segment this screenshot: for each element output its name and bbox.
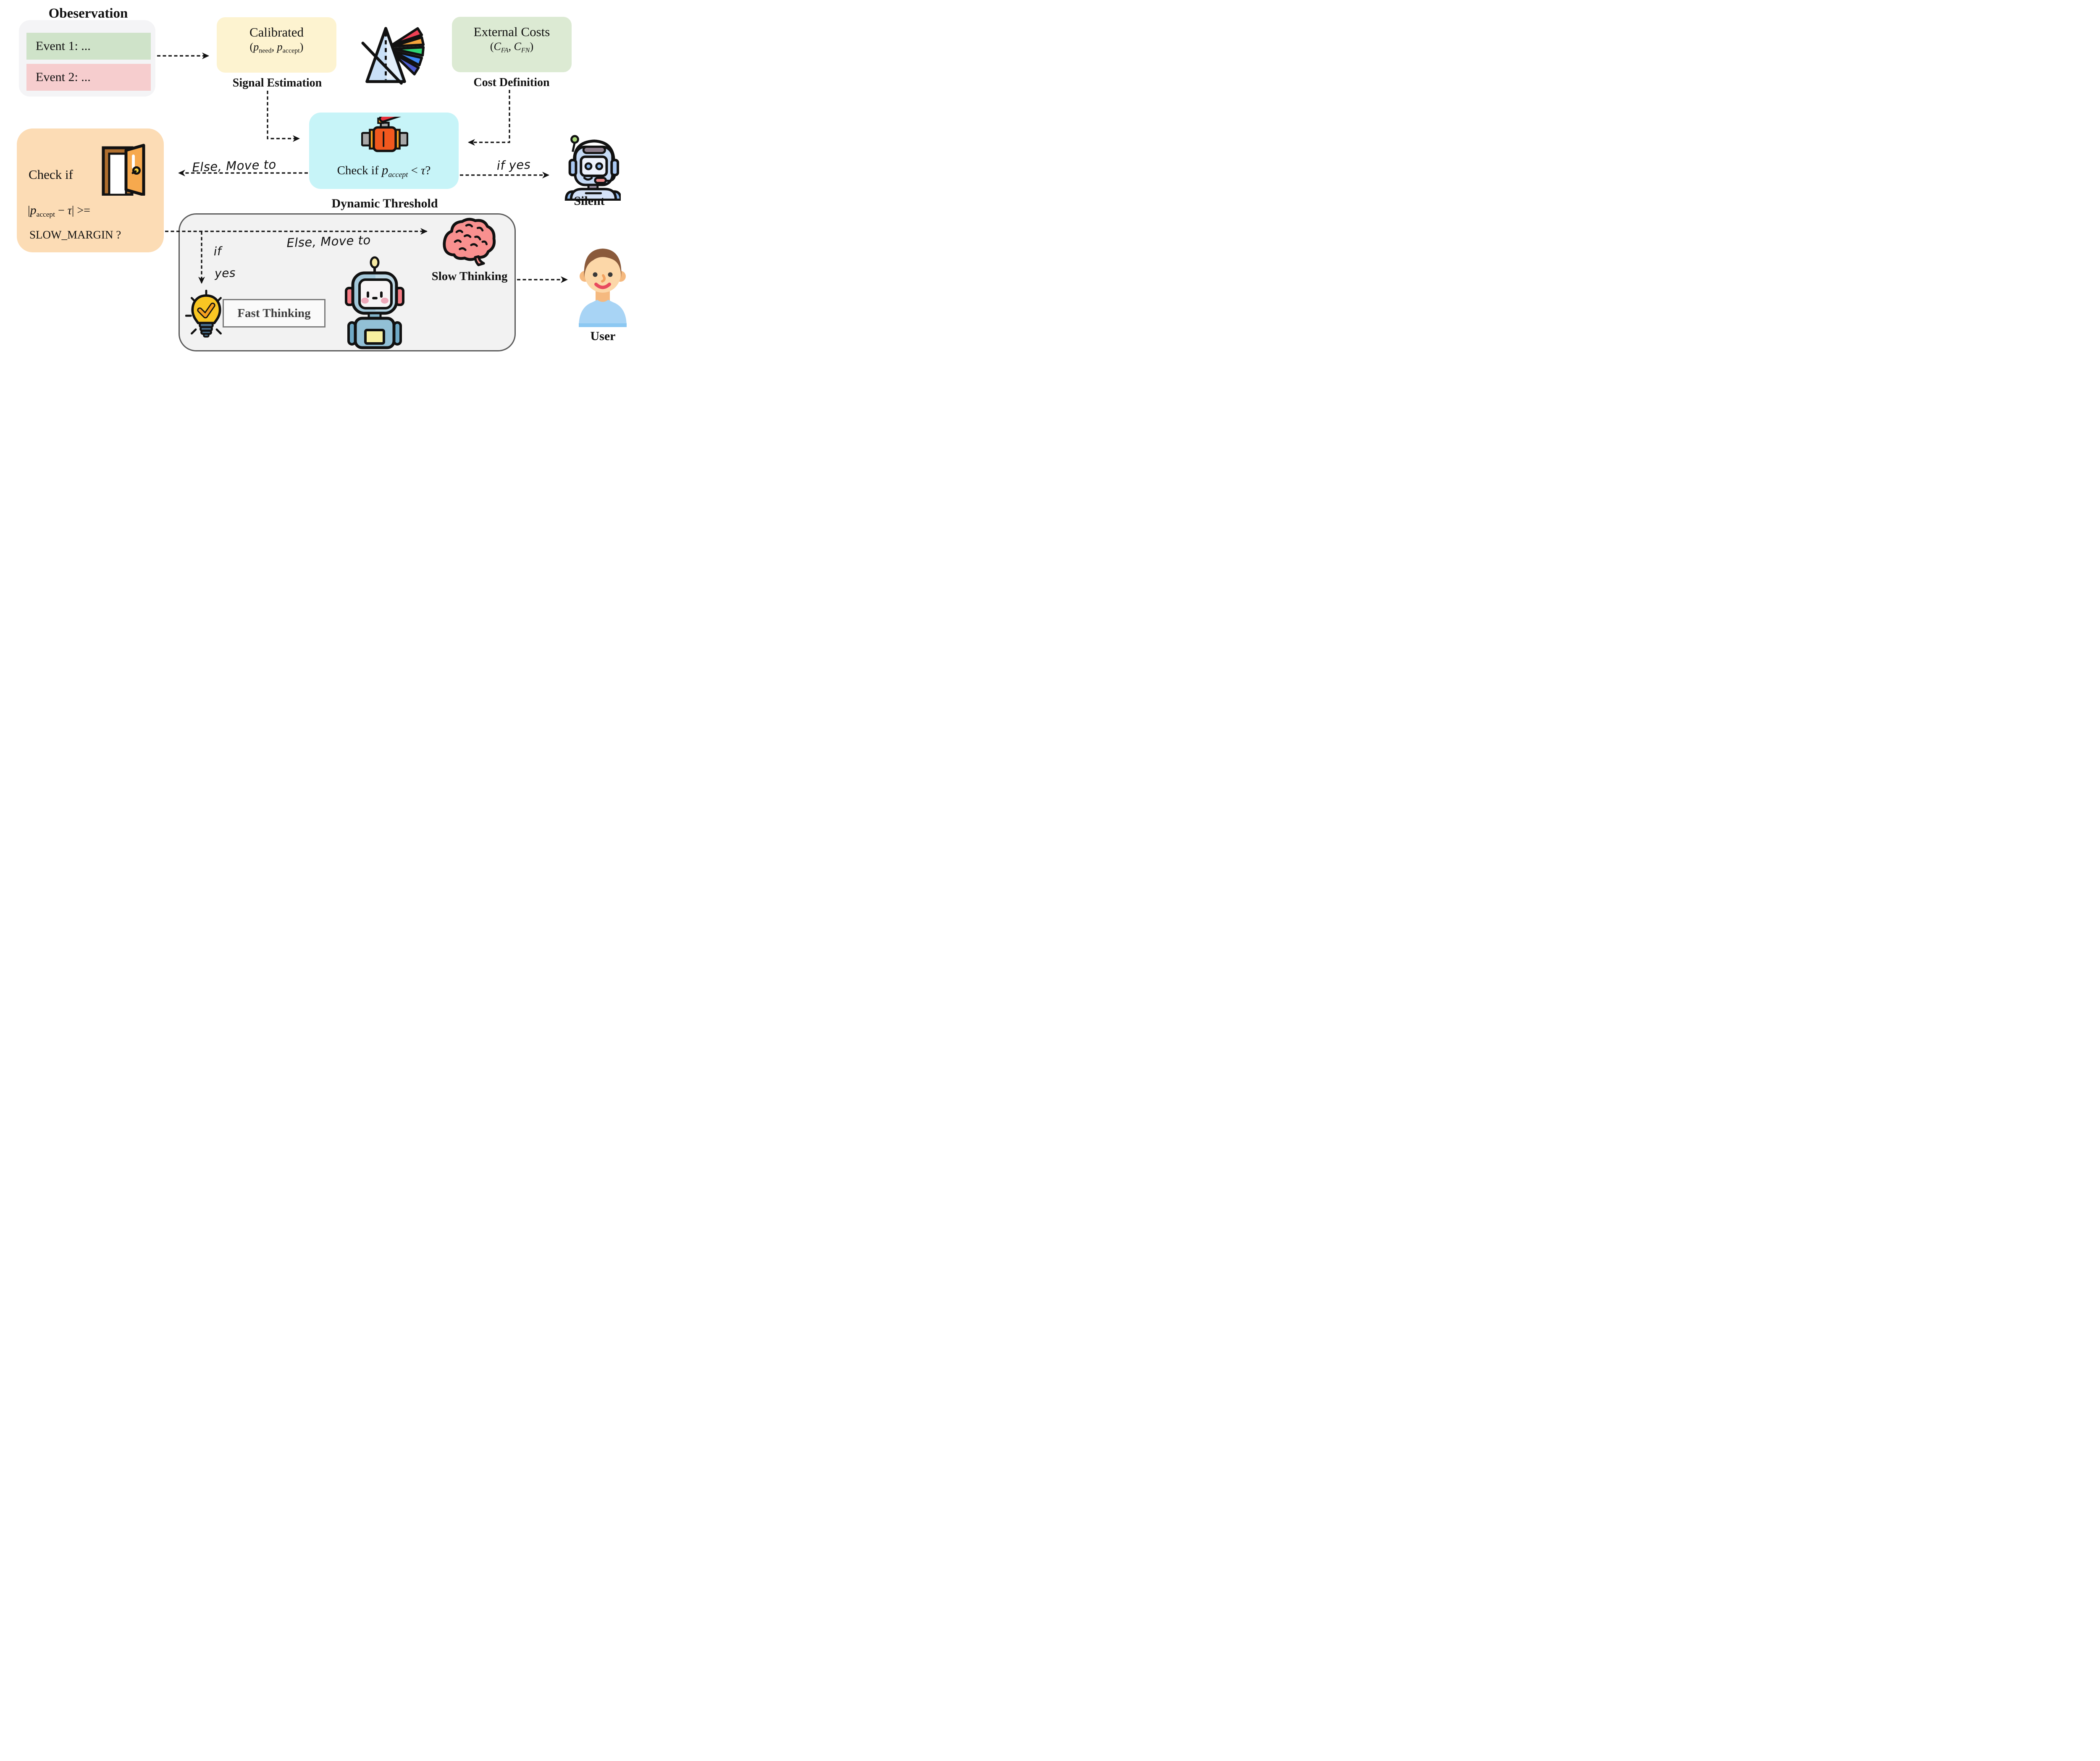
threshold-text: Check if [337, 163, 382, 177]
event-1-row: Event 1: ... [26, 33, 151, 60]
robot-icon [340, 256, 409, 352]
signal-estimation-caption: Signal Estimation [232, 76, 322, 89]
formula-sep: , [508, 40, 514, 52]
formula-paren: ( [490, 40, 494, 52]
external-costs-formula: (CFA, CFN) [452, 40, 572, 55]
formula-var: C [494, 40, 501, 52]
formula-var: p [277, 41, 283, 53]
threshold-sub: accept [388, 170, 408, 178]
observation-panel: Event 1: ... Event 2: ... [19, 20, 155, 97]
formula-paren: ( [249, 41, 254, 53]
external-costs-box: External Costs (CFA, CFN) [452, 17, 572, 72]
diagram-canvas: Obeservation Event 1: ... Event 2: ... C… [0, 0, 652, 352]
formula-sub: accept [282, 47, 300, 55]
edge-label-else-move-left: Else, Move to [192, 157, 277, 175]
calibrated-box: Calibrated (pneed, paccept) [217, 17, 336, 73]
edge-label-yes: yes [214, 266, 236, 280]
observation-title: Obeservation [48, 6, 128, 21]
formula-var: p [253, 41, 259, 53]
dynamic-threshold-caption: Dynamic Threshold [331, 197, 438, 210]
fast-thinking-box: Fast Thinking [223, 299, 326, 328]
event-2-label: Event 2: ... [36, 70, 91, 84]
event-2-row: Event 2: ... [26, 64, 151, 91]
formula-sub: FN [521, 47, 530, 54]
margin-check-box: Check if |paccept − τ| >= SLOW_MARGIN ? [17, 128, 164, 252]
formula-sub: FA [501, 47, 509, 54]
slow-thinking-caption: Slow Thinking [431, 270, 508, 283]
user-person-icon [571, 239, 634, 330]
open-door-icon [96, 144, 146, 198]
robot-headset-icon [559, 134, 622, 203]
fast-thinking-caption: Fast Thinking [237, 307, 311, 320]
formula-var: p [30, 203, 37, 217]
arrow-signal-to-threshold [267, 91, 300, 142]
formula-sub: accept [36, 210, 55, 219]
lightbulb-check-icon [185, 289, 227, 344]
threshold-question: Check if paccept < τ? [309, 162, 459, 179]
brain-icon [440, 216, 497, 268]
formula-gte: | >= [71, 204, 90, 217]
calibrated-title: Calibrated [249, 25, 304, 39]
threshold-question-mark: ? [425, 163, 431, 177]
arrow-cost-to-threshold [468, 90, 510, 146]
threshold-tau: τ [421, 163, 425, 177]
formula-sep: , [271, 41, 277, 53]
margin-check-line1: Check if [29, 167, 73, 182]
silent-caption: Silent [574, 194, 605, 208]
formula-tau: τ [67, 204, 72, 217]
formula-var: C [514, 40, 521, 52]
edge-label-if: if [213, 244, 222, 259]
formula-sub: need [259, 47, 272, 55]
formula-paren: ) [299, 41, 304, 53]
prism-icon [360, 21, 426, 89]
edge-label-if-yes: if yes [496, 157, 531, 173]
event-1-label: Event 1: ... [36, 39, 91, 53]
margin-check-formula: |paccept − τ| >= [28, 203, 90, 219]
valve-icon [361, 109, 409, 157]
threshold-lt: < [408, 163, 421, 177]
calibrated-formula: (pneed, paccept) [217, 41, 336, 55]
cost-definition-caption: Cost Definition [473, 76, 550, 89]
formula-paren: ) [530, 40, 534, 52]
formula-bar: | [28, 204, 30, 217]
formula-minus: − [55, 204, 68, 217]
threshold-var: p [381, 162, 388, 177]
external-costs-title: External Costs [473, 24, 550, 39]
margin-check-line3: SLOW_MARGIN ? [29, 228, 121, 241]
dynamic-threshold-box: Check if paccept < τ? [309, 109, 459, 189]
user-caption: User [590, 329, 616, 343]
